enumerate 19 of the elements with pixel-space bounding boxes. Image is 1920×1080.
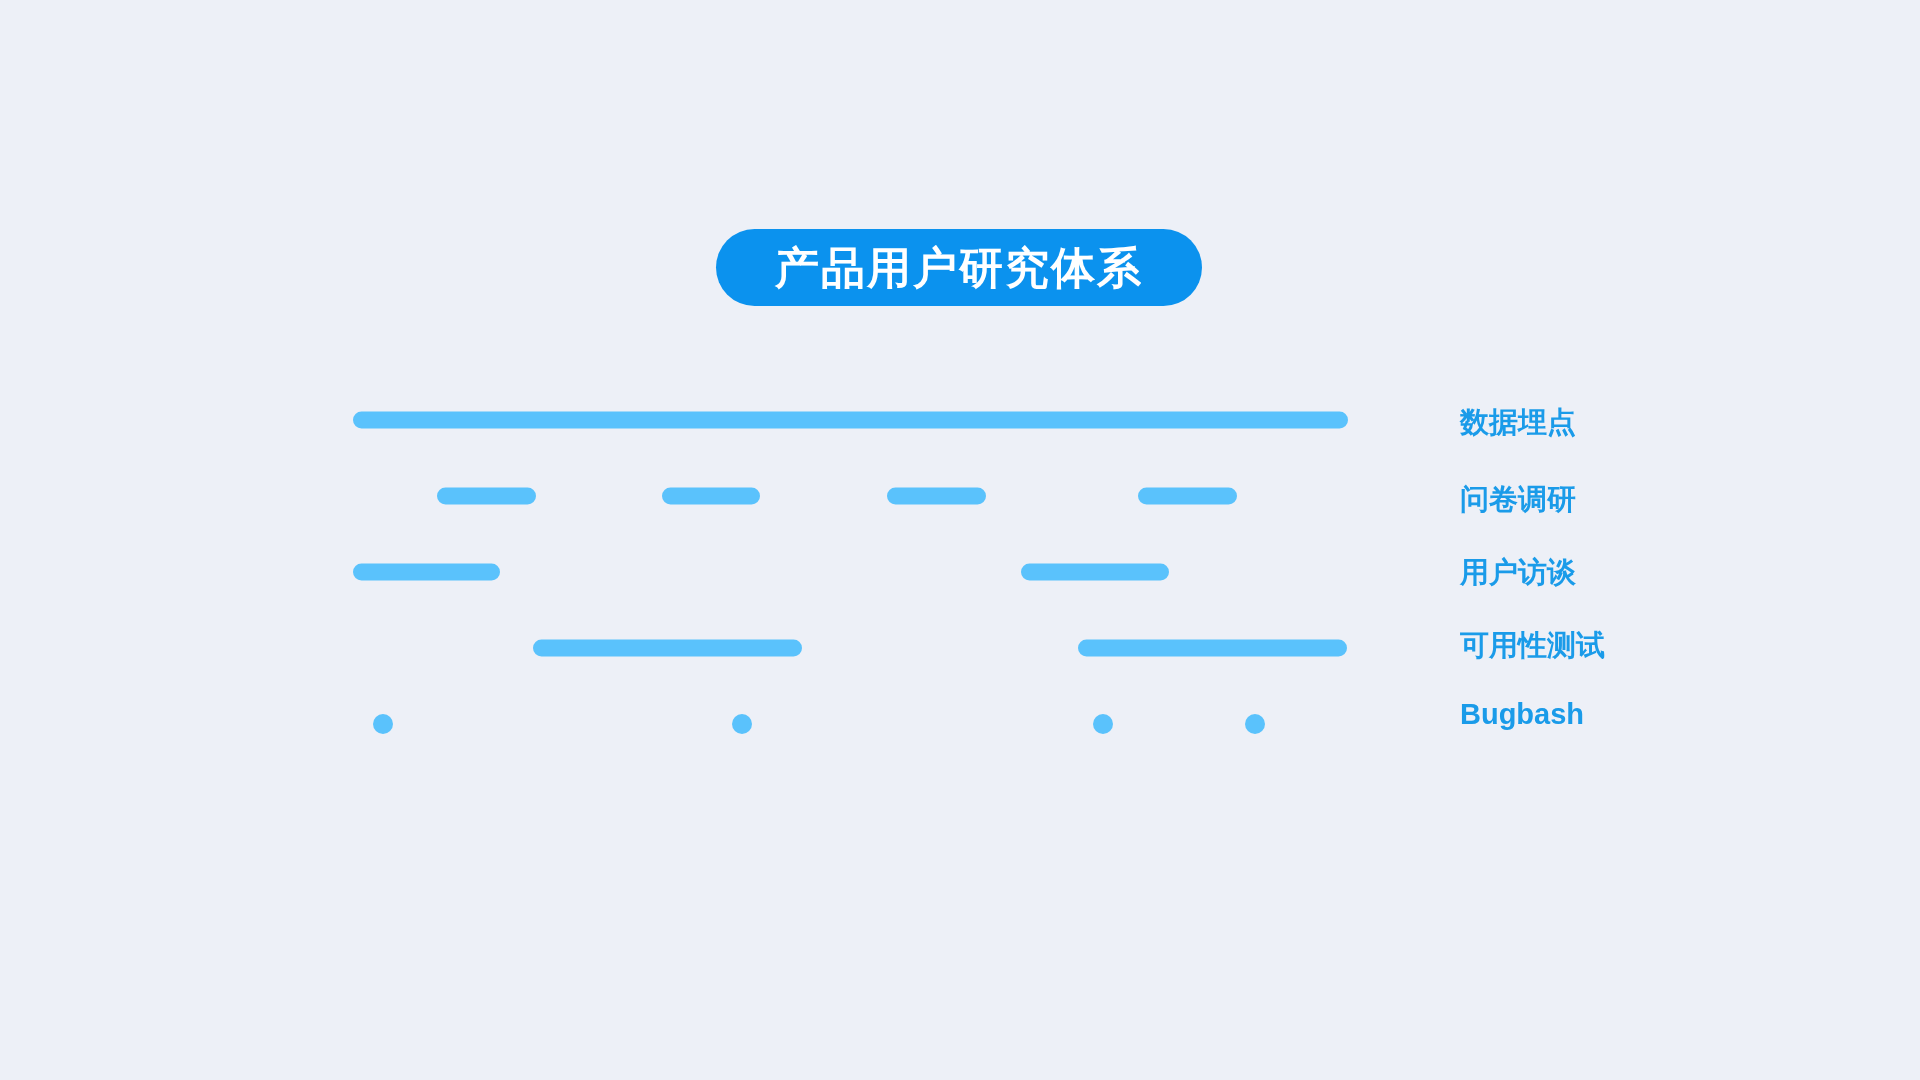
event-dot: [373, 714, 393, 734]
timeline-bar: [887, 487, 986, 505]
timeline-bar: [662, 487, 760, 505]
category-label: 用户访谈: [1460, 555, 1576, 590]
timeline-bar: [533, 639, 802, 657]
diagram-title: 产品用户研究体系: [716, 229, 1202, 306]
timeline-bar: [353, 411, 1348, 429]
event-dot: [1093, 714, 1113, 734]
timeline-bar: [353, 563, 500, 581]
timeline-bar: [1021, 563, 1169, 581]
category-label: 数据埋点: [1460, 405, 1576, 440]
category-label: Bugbash: [1460, 697, 1585, 732]
category-label: 可用性测试: [1460, 628, 1605, 663]
timeline-bar: [1078, 639, 1347, 657]
timeline-bar: [1138, 487, 1237, 505]
event-dot: [1245, 714, 1265, 734]
timeline-bar: [437, 487, 536, 505]
category-label: 问卷调研: [1460, 482, 1576, 517]
event-dot: [732, 714, 752, 734]
